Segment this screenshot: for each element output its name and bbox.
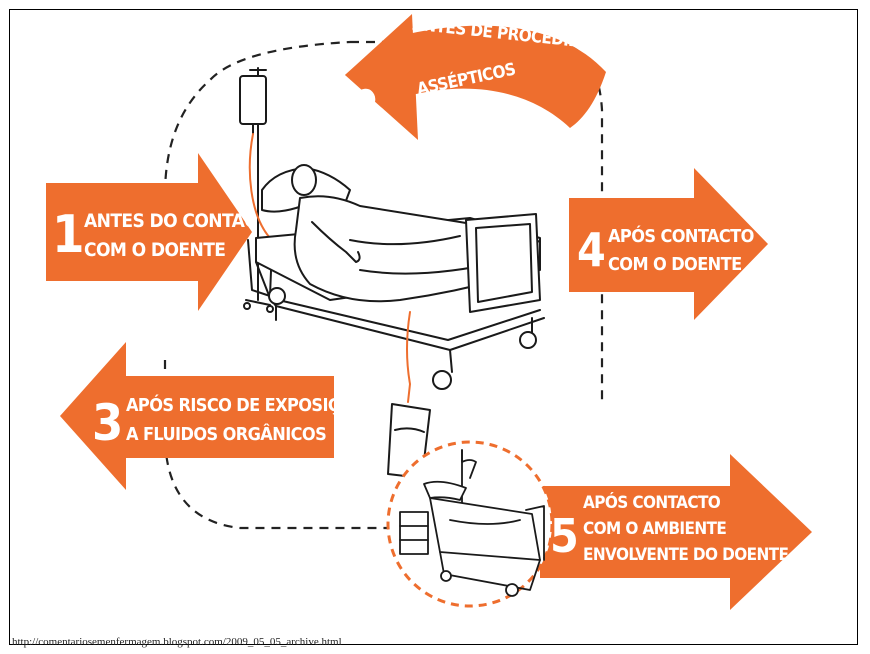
moment-3-arrow: 3 APÓS RISCO DE EXPOSIÇÃO A FLUIDOS ORGÂ… (60, 342, 364, 490)
moment-1-number: 1 (52, 205, 85, 265)
moment-5-line-3: ENVOLVENTE DO DOENTE (583, 545, 788, 565)
moment-4-line-1: APÓS CONTACTO (608, 225, 754, 247)
source-url: http://comentariosemenfermagem.blogspot.… (12, 636, 342, 648)
moment-5-line-1: APÓS CONTACTO (583, 491, 721, 513)
moment-2-arrow: 2 ANTES DE PROCEDIMENTOS ASSÉPTICOS (343, 14, 638, 140)
moment-5-arrow: 5 APÓS CONTACTO COM O AMBIENTE ENVOLVENT… (540, 454, 812, 610)
moment-4-number: 4 (577, 223, 606, 277)
moment-1-arrow: 1 ANTES DO CONTACTO COM O DOENTE (46, 153, 281, 311)
moment-3-line-2: A FLUIDOS ORGÂNICOS (126, 423, 326, 445)
moment-3-line-1: APÓS RISCO DE EXPOSIÇÃO (126, 393, 364, 416)
moment-3-number: 3 (92, 394, 123, 452)
patient-surroundings-icon (388, 442, 552, 606)
moment-4-line-2: COM O DOENTE (608, 254, 742, 275)
moment-5-line-2: COM O AMBIENTE (583, 519, 726, 539)
moment-1-line-1: ANTES DO CONTACTO (84, 210, 281, 232)
moment-5-number: 5 (550, 509, 579, 563)
moment-4-arrow: 4 APÓS CONTACTO COM O DOENTE (569, 168, 768, 320)
iv-bag-icon (240, 70, 266, 134)
moment-1-line-2: COM O DOENTE (84, 239, 225, 261)
